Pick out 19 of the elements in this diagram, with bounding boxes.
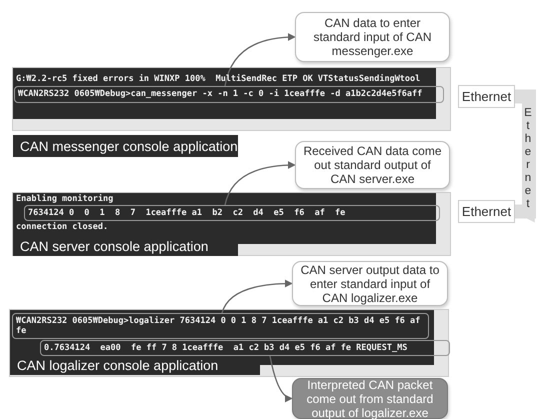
- callout-box: CAN server output data to enter standard input of CAN logalizer.exe: [292, 261, 448, 306]
- console-window: [10, 310, 448, 376]
- console-text: Enabling monitoring: [16, 194, 114, 204]
- curved-arrow: [269, 356, 293, 402]
- console-text: G:₩2.2-rc5 fixed errors in WINXP 100% MultiSendRec ETP OK VTStatusSendingWtool: [16, 74, 420, 84]
- console-text: connection closed.: [16, 222, 108, 232]
- caption-text: CAN logalizer console application: [17, 358, 218, 373]
- callout-box: Received CAN data come out standard output of CAN server.exe: [295, 141, 450, 189]
- network-label: Ethernet: [458, 200, 515, 223]
- edge-label: Ethernet: [522, 106, 534, 210]
- console-window: [13, 68, 450, 130]
- caption-text: CAN server console application: [20, 239, 208, 254]
- callout-box: CAN data to enter standard input of CAN messenger.exe: [295, 12, 450, 62]
- caption-band: [13, 135, 238, 157]
- console-window: [13, 193, 450, 255]
- curved-arrow: [224, 33, 296, 86]
- callout-box: Interpreted CAN packet come out from standard output of logalizer.exe: [292, 378, 448, 419]
- network-label: Ethernet: [458, 85, 515, 108]
- caption-text: CAN messenger console application: [20, 138, 238, 154]
